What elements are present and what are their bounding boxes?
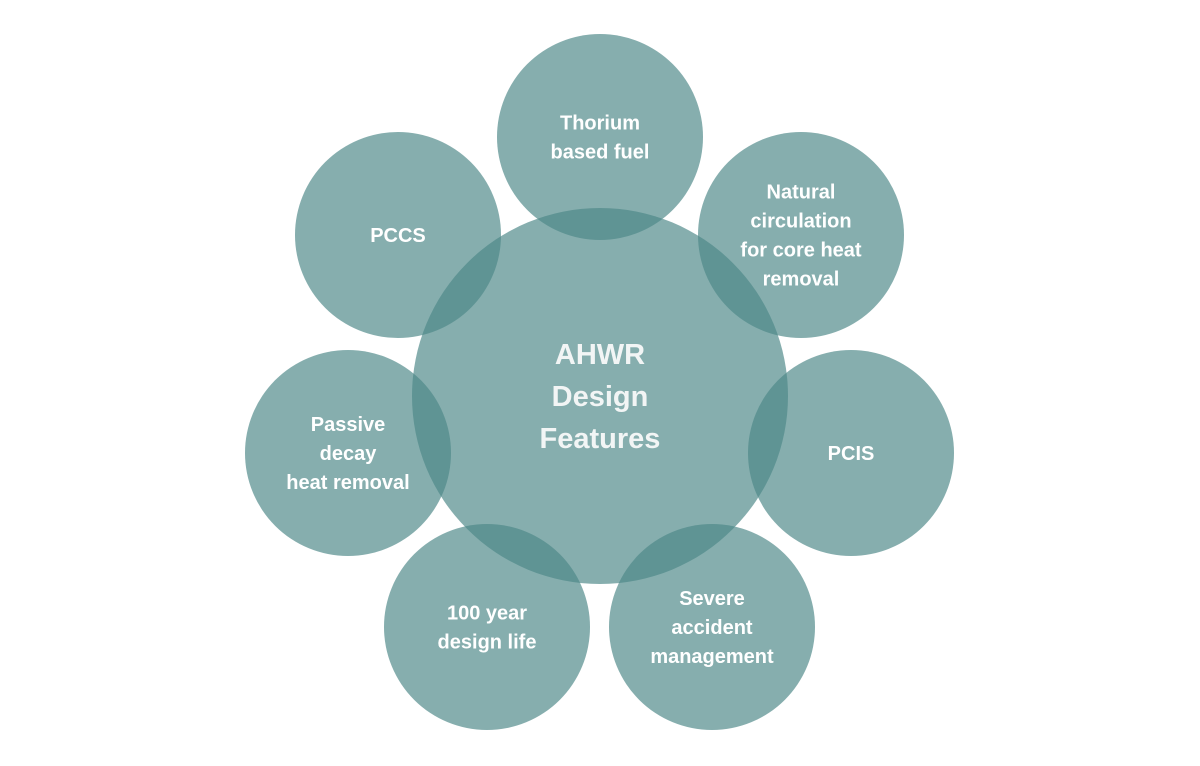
feature-circle-pcis	[748, 350, 954, 556]
center-title-line: Design	[552, 381, 649, 413]
feature-label-pccs-line: PCCS	[370, 225, 426, 247]
feature-circle-thorium	[497, 34, 703, 240]
feature-label-passive-decay-line: heat removal	[286, 472, 409, 494]
feature-label-passive-decay: Passive decay heat removal	[286, 414, 409, 494]
feature-label-natural-circulation: Natural circulation for core heat removal	[740, 182, 861, 291]
feature-label-passive-decay-line: Passive	[311, 414, 386, 436]
feature-label-severe-accident-line: management	[650, 646, 774, 668]
feature-label-thorium: Thorium based fuel	[551, 113, 650, 164]
feature-label-pccs: PCCS	[370, 225, 426, 247]
feature-circle-design-life	[384, 524, 590, 730]
feature-label-severe-accident: Severe accident management	[650, 588, 774, 668]
feature-circle-passive-decay	[245, 350, 451, 556]
feature-circle-pccs	[295, 132, 501, 338]
feature-label-design-life-line: 100 year	[447, 603, 527, 625]
center-circle	[412, 208, 788, 584]
feature-label-pcis-line: PCIS	[828, 443, 875, 465]
feature-label-natural-circulation-line: removal	[763, 269, 840, 291]
feature-label-design-life: 100 year design life	[438, 603, 537, 654]
feature-label-thorium-line: Thorium	[560, 113, 640, 135]
feature-label-natural-circulation-line: for core heat	[740, 240, 861, 262]
feature-label-thorium-line: based fuel	[551, 142, 650, 164]
feature-label-severe-accident-line: Severe	[679, 588, 745, 610]
feature-circle-severe-accident	[609, 524, 815, 730]
feature-label-design-life-line: design life	[438, 632, 537, 654]
feature-label-pcis: PCIS	[828, 443, 875, 465]
feature-circle-natural-circulation	[698, 132, 904, 338]
feature-label-severe-accident-line: accident	[671, 617, 752, 639]
center-title-line: Features	[540, 423, 661, 455]
circles-layer	[245, 34, 954, 730]
center-title-line: AHWR	[555, 339, 645, 371]
feature-label-passive-decay-line: decay	[320, 443, 378, 465]
feature-label-natural-circulation-line: circulation	[750, 211, 851, 233]
feature-label-natural-circulation-line: Natural	[767, 182, 836, 204]
